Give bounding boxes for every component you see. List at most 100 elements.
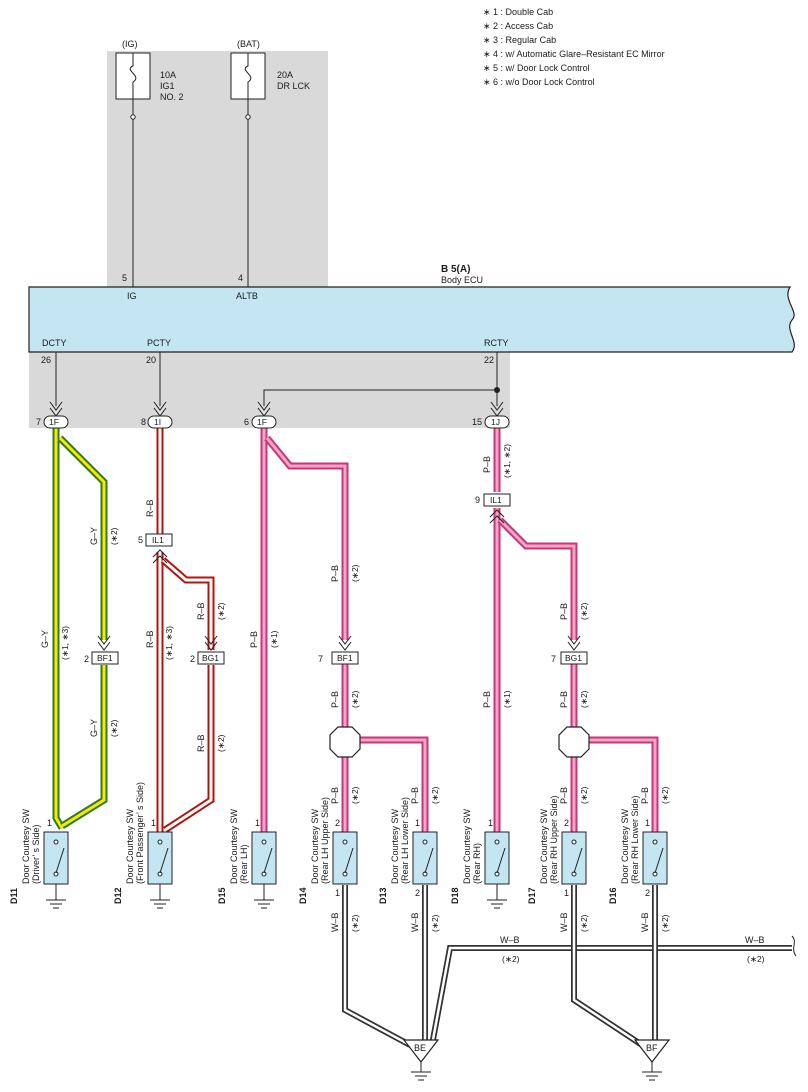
switch-location: (Front Passenger’ s Side)	[135, 782, 145, 884]
wire-label-wb: W–B	[500, 935, 520, 945]
wire-label-pb: P–B	[559, 691, 569, 708]
connector-pin: 7	[318, 654, 323, 664]
switch-d12: 1 D12 Door Courtesy SW (Front Passenger’…	[113, 782, 173, 909]
switch-location: (Rear RH)	[472, 843, 482, 884]
note-6: ∗ 6 : w/o Door Lock Control	[483, 77, 595, 87]
switch-d13: 1 2 D13 Door Courtesy SW (Rear LH Lower …	[378, 797, 438, 904]
wire-label-pb: P–B	[482, 691, 492, 708]
switch-d14: 2 1 D14 Door Courtesy SW (Rear LH Upper …	[298, 797, 358, 904]
wire-label-note: (∗2)	[502, 954, 520, 964]
ecu-pin-dcty: 26	[41, 355, 51, 365]
connector-id: BF1	[337, 653, 353, 663]
connector-bg1-b: 7 BG1	[551, 635, 588, 665]
ground-label: BE	[414, 1043, 426, 1053]
fuse-bat-name1: DR LCK	[277, 81, 310, 91]
wire-label-pb: P–B	[640, 787, 650, 804]
connector-pin: 7	[36, 417, 41, 427]
wire-label-rb: R–B	[196, 602, 206, 620]
wire-wb-d14-outline	[342, 885, 412, 1048]
wire-pb-lh-split-outline	[341, 736, 429, 832]
switch-name: Door Courtesy SW	[310, 808, 320, 884]
switch-code: D15	[217, 887, 227, 904]
wire-label-note: (∗1, ∗3)	[164, 626, 174, 660]
wire-label-gy: G–Y	[40, 630, 50, 648]
wire-gy-main	[54, 428, 64, 829]
junction-dot	[494, 387, 500, 393]
wire-label-gy: G–Y	[89, 527, 99, 545]
wire-gy-branch	[58, 436, 106, 828]
wire-label-gy: G–Y	[89, 719, 99, 737]
connector-pin: 8	[141, 417, 146, 427]
connector-pin: 6	[244, 417, 249, 427]
wire-label-note: (∗1)	[269, 630, 279, 648]
switch-name: Door Courtesy SW	[462, 808, 472, 884]
connector-id: 1F	[257, 417, 267, 427]
wire-label-pb: P–B	[559, 603, 569, 620]
switch-d15: 1 D15 Door Courtesy SW (Rear LH)	[217, 808, 277, 909]
ecu-terminal-ig: IG	[127, 291, 137, 301]
wire-label-wb: W–B	[410, 912, 420, 932]
wire-label-note: (∗2)	[350, 690, 360, 708]
wire-label-wb: W–B	[745, 935, 765, 945]
harness-wires	[52, 428, 792, 1048]
fuse-bat-terminal	[245, 114, 251, 120]
wire-label-note: (∗2)	[430, 786, 440, 804]
wire-pb-bf1-outline	[264, 435, 349, 730]
switch-pin: 1	[415, 818, 420, 828]
switch-location: (Rear RH Lower Side)	[630, 795, 640, 884]
wire-label-pb: P–B	[330, 787, 340, 804]
fuse-bat-supply: (BAT)	[237, 39, 260, 49]
switch-name: Door Courtesy SW	[229, 808, 239, 884]
connector-id: 1F	[49, 417, 59, 427]
wire-label-rb: R–B	[145, 499, 155, 517]
fuse-ig-name1: IG1	[160, 81, 175, 91]
wire-label-wb: W–B	[640, 912, 650, 932]
switch-d18: 1 D18 Door Courtesy SW (Rear RH)	[450, 808, 510, 909]
switch-code: D18	[450, 887, 460, 904]
wire-label-note: (∗2)	[579, 690, 589, 708]
switch-pin: 2	[564, 818, 569, 828]
connector-bg1-a: 2 BG1	[190, 635, 225, 665]
ecu-pin-ig: 5	[122, 273, 127, 283]
ecu-pin-rcty: 22	[484, 355, 494, 365]
wire-wb-long-outline	[429, 945, 792, 1046]
switch-code: D12	[113, 887, 123, 904]
switch-pin: 1	[645, 818, 650, 828]
wire-wb-long	[430, 946, 792, 1046]
fuse-ig-supply: (IG)	[122, 39, 138, 49]
ecu-name: Body ECU	[441, 275, 483, 285]
connector-il1-left: 5 IL1	[138, 533, 173, 564]
wire-label-note: (∗2)	[660, 786, 670, 804]
notes-legend: ∗ 1 : Double Cab ∗ 2 : Access Cab ∗ 3 : …	[483, 7, 665, 87]
wire-label-note: (∗2)	[350, 564, 360, 582]
connector-pin: 2	[190, 654, 195, 664]
wire-pb-rh-split	[572, 738, 657, 832]
ecu-terminal-altb: ALTB	[236, 291, 258, 301]
switch-pin: 2	[415, 888, 420, 898]
wire-label-note: (∗2)	[109, 719, 119, 737]
ecu-pin-altb: 4	[238, 273, 243, 283]
wire-label-note: (∗2)	[216, 602, 226, 620]
switch-name: Door Courtesy SW	[21, 808, 31, 884]
wire-rcty-branch	[263, 389, 497, 406]
connector-bf1-a: 2 BF1	[84, 635, 119, 665]
wire-label-note: (∗2)	[579, 786, 589, 804]
switch-d17: 2 1 D17 Door Courtesy SW (Rear RH Upper …	[527, 795, 587, 904]
switch-location: (Rear RH Upper Side)	[549, 795, 559, 884]
wire-label-pb: P–B	[482, 456, 492, 473]
connector-id: 1J	[491, 417, 500, 427]
connector-pin: 15	[472, 417, 482, 427]
ground-label: BF	[646, 1043, 658, 1053]
connector-id: 1I	[154, 417, 161, 427]
wire-wb-break	[791, 935, 797, 957]
wire-wb-d14	[343, 885, 411, 1047]
wire-label-rb: R–B	[145, 630, 155, 648]
wire-label-note: (∗2)	[109, 527, 119, 545]
wire-rb-branch-outline	[160, 557, 215, 833]
wire-label-rb: R–B	[196, 734, 206, 752]
fuse-bat-rating: 20A	[277, 70, 293, 80]
connector-id: BF1	[97, 653, 113, 663]
switch-location: (Rear LH Lower Side)	[400, 797, 410, 884]
splice-octagon-rh	[558, 726, 590, 758]
ground-point-be: BE	[402, 1039, 440, 1081]
